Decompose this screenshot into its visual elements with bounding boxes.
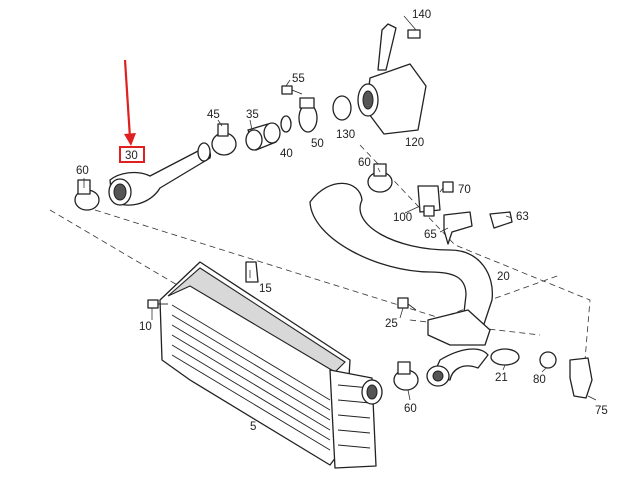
hose-clamp-60-upper — [367, 163, 393, 193]
clip-15 — [245, 261, 259, 283]
resonator-120 — [357, 23, 427, 135]
hose-clamp-45 — [211, 123, 237, 156]
o-ring-80 — [539, 351, 557, 369]
charge-air-pipe-20 — [309, 182, 494, 387]
hose-clamp-50 — [298, 97, 318, 133]
callout-45: 45 — [207, 109, 220, 121]
callout-65: 65 — [424, 229, 437, 241]
sensor-75 — [569, 357, 593, 399]
callout-20: 20 — [497, 271, 510, 283]
callout-5: 5 — [250, 421, 256, 433]
callout-50: 50 — [311, 138, 324, 150]
hose-clamp-60-lower — [393, 361, 419, 391]
callout-120: 120 — [405, 137, 424, 149]
highlight-arrow — [123, 59, 136, 146]
bolt-140 — [407, 29, 421, 39]
callout-leader-lines — [83, 15, 597, 401]
callout-60-left: 60 — [76, 165, 89, 177]
callout-60-upper: 60 — [358, 157, 371, 169]
callout-70: 70 — [458, 184, 471, 196]
intercooler — [159, 261, 383, 469]
callout-75: 75 — [595, 405, 608, 417]
sealing-ring-130 — [332, 95, 352, 121]
bolt-10 — [147, 299, 168, 309]
callout-140: 140 — [412, 9, 431, 21]
callout-25: 25 — [385, 318, 398, 330]
bolt-70 — [442, 181, 454, 193]
callout-40: 40 — [280, 148, 293, 160]
callout-labels: 140 55 45 35 40 50 130 120 30 60 60 70 1… — [76, 9, 608, 433]
callout-100: 100 — [393, 212, 412, 224]
callout-60-lower: 60 — [404, 403, 417, 415]
bolt-55 — [281, 85, 303, 95]
callout-10: 10 — [139, 321, 152, 333]
bolt-25 — [397, 297, 417, 311]
callout-30: 30 — [125, 150, 138, 162]
charge-air-hose-30 — [108, 142, 211, 206]
sensor-100 — [417, 185, 441, 217]
callout-63: 63 — [516, 211, 529, 223]
connector-sleeve-35 — [245, 122, 281, 151]
callout-80: 80 — [533, 374, 546, 386]
callout-55: 55 — [292, 73, 305, 85]
callout-130: 130 — [336, 129, 355, 141]
highlight-box-30 — [119, 146, 145, 163]
sensor-65 — [443, 211, 473, 245]
callout-15: 15 — [259, 283, 272, 295]
bracket-63 — [489, 211, 513, 229]
hose-clamp-60-left — [74, 179, 100, 211]
callout-35: 35 — [246, 109, 259, 121]
callout-21: 21 — [495, 372, 508, 384]
gasket-21 — [490, 348, 520, 366]
o-ring-40 — [280, 115, 292, 133]
